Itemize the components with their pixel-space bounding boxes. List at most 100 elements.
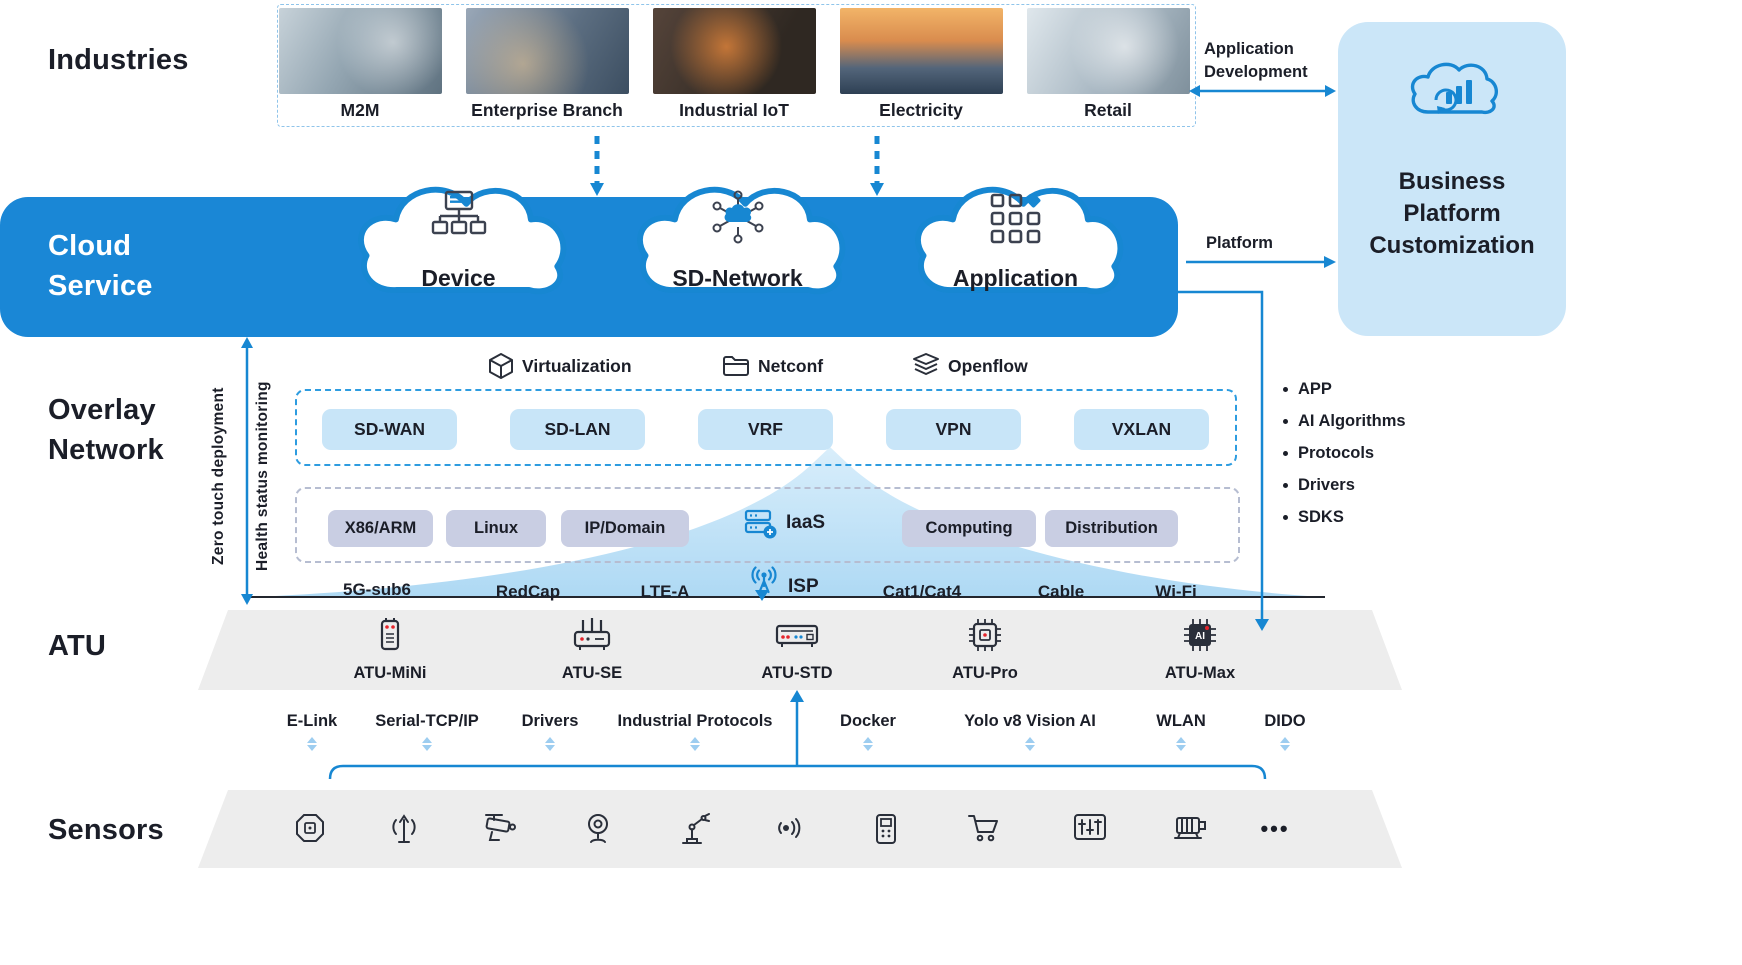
diamond-marker <box>1280 737 1290 751</box>
feature-e-link: E-Link <box>286 712 338 730</box>
business-platform-box: Business Platform Customization <box>1338 22 1566 336</box>
sd-wan-pill: SD-WAN <box>322 409 457 450</box>
m2m-photo <box>279 8 442 94</box>
capability-sdks: SDKS <box>1283 508 1344 527</box>
vrf-pill: VRF <box>698 409 833 450</box>
atu-pro-label: ATU-Pro <box>952 664 1018 682</box>
industry-label-enterprise-branch: Enterprise Branch <box>471 100 623 120</box>
bullet-dot <box>1283 515 1288 520</box>
application-grid-icon <box>990 193 1042 250</box>
diamond-marker <box>690 737 700 751</box>
cloud-application: Application <box>903 169 1128 311</box>
atu-section-label: ATU <box>48 630 107 662</box>
capability-drivers: Drivers <box>1283 476 1355 495</box>
cloud-sd-network: SD-Network <box>625 169 850 311</box>
openflow-label: Openflow <box>948 356 1028 376</box>
virtualization-icon <box>488 352 514 385</box>
robot-arm-icon <box>675 812 711 851</box>
industry-label-m2m: M2M <box>340 100 380 120</box>
bullet-dot <box>1283 387 1288 392</box>
industry-label-retail: Retail <box>1084 100 1132 120</box>
feature-industrial-protocols: Industrial Protocols <box>617 712 773 730</box>
isp-antenna-icon <box>746 566 782 599</box>
chip-sensor-icon <box>294 812 326 849</box>
electricity-photo <box>840 8 1003 94</box>
feature-wlan: WLAN <box>1156 712 1206 730</box>
diamond-marker <box>1025 737 1035 751</box>
control-panel-icon <box>1073 812 1107 847</box>
bullet-dot <box>1283 419 1288 424</box>
application-development-label: Application Development <box>1204 40 1308 81</box>
feature-serial-tcp-ip: Serial-TCP/IP <box>375 712 479 730</box>
bullet-dot <box>1283 483 1288 488</box>
zero-touch-deployment-label: Zero touch deployment <box>210 387 227 565</box>
access-wifi: Wi-Fi <box>1155 582 1197 601</box>
capability-app: APP <box>1283 380 1332 399</box>
diamond-marker <box>307 737 317 751</box>
overlay-network-section-label: Overlay Network <box>48 394 164 466</box>
atu-std-icon <box>774 616 820 659</box>
netconf-icon <box>722 355 750 382</box>
atu-se-label: ATU-SE <box>561 664 623 682</box>
cloud-application-label: Application <box>952 265 1079 291</box>
feature-dido: DIDO <box>1264 712 1306 730</box>
more-sensors-ellipsis: ••• <box>1260 816 1290 841</box>
enterprise-branch-photo <box>466 8 629 94</box>
access-cable: Cable <box>1037 582 1085 601</box>
sd-lan-pill: SD-LAN <box>510 409 645 450</box>
cctv-camera-icon <box>482 812 518 849</box>
atu-std-label: ATU-STD <box>761 664 833 682</box>
access-isp: ISP <box>788 576 819 597</box>
ultrasonic-sensor-icon <box>773 812 807 849</box>
linux-pill: Linux <box>446 510 546 547</box>
ip-domain-pill: IP/Domain <box>561 510 689 547</box>
diamond-marker <box>422 737 432 751</box>
svg-text:AI: AI <box>1195 631 1205 642</box>
feature-docker: Docker <box>840 712 896 730</box>
feature-yolo-v8-vision-ai: Yolo v8 Vision AI <box>964 712 1096 730</box>
rf-antenna-sensor-icon <box>389 812 419 851</box>
netconf-label: Netconf <box>758 356 824 376</box>
atu-pro-icon <box>965 616 1005 659</box>
sensors-section-label: Sensors <box>48 814 164 846</box>
diamond-marker <box>1176 737 1186 751</box>
health-status-monitoring-label: Health status monitoring <box>254 381 271 571</box>
webcam-icon <box>583 812 613 851</box>
x86-arm-pill: X86/ARM <box>328 510 433 547</box>
atu-max-icon: AI <box>1180 616 1220 659</box>
cloud-device: Device <box>346 169 571 311</box>
industry-label-electricity: Electricity <box>879 100 963 120</box>
distribution-pill: Distribution <box>1045 510 1178 547</box>
business-platform-label: Business Platform Customization <box>1369 168 1535 259</box>
diamond-marker <box>545 737 555 751</box>
vpn-pill: VPN <box>886 409 1021 450</box>
motor-icon <box>1173 812 1211 847</box>
virtualization-label: Virtualization <box>522 356 632 376</box>
industries-group-box <box>277 4 1196 127</box>
handheld-meter-icon <box>872 812 900 851</box>
iaas-label: IaaS <box>786 512 826 533</box>
atu-mini-icon <box>375 616 405 659</box>
feature-drivers: Drivers <box>521 712 579 730</box>
cloud-platform-icon <box>1406 56 1498 127</box>
capability-protocols: Protocols <box>1283 444 1374 463</box>
industry-label-industrial-iot: Industrial IoT <box>679 100 789 120</box>
computing-pill: Computing <box>902 510 1036 547</box>
sd-network-icon <box>709 189 767 250</box>
shopping-cart-icon <box>967 812 1001 849</box>
retail-photo <box>1027 8 1190 94</box>
diamond-marker <box>863 737 873 751</box>
access-5g-sub6: 5G-sub6 <box>342 580 412 599</box>
openflow-icon <box>912 352 940 383</box>
atu-mini-label: ATU-MiNi <box>353 664 427 682</box>
cloud-device-label: Device <box>421 265 496 291</box>
cloud-service-section-label: Cloud Service <box>48 230 153 302</box>
cloud-sd-network-label: SD-Network <box>672 265 803 291</box>
access-lte-a: LTE-A <box>640 582 690 601</box>
access-cat1-cat4: Cat1/Cat4 <box>882 582 962 601</box>
iaas-icon <box>744 508 778 545</box>
platform-label: Platform <box>1206 234 1273 252</box>
industrial-iot-photo <box>653 8 816 94</box>
